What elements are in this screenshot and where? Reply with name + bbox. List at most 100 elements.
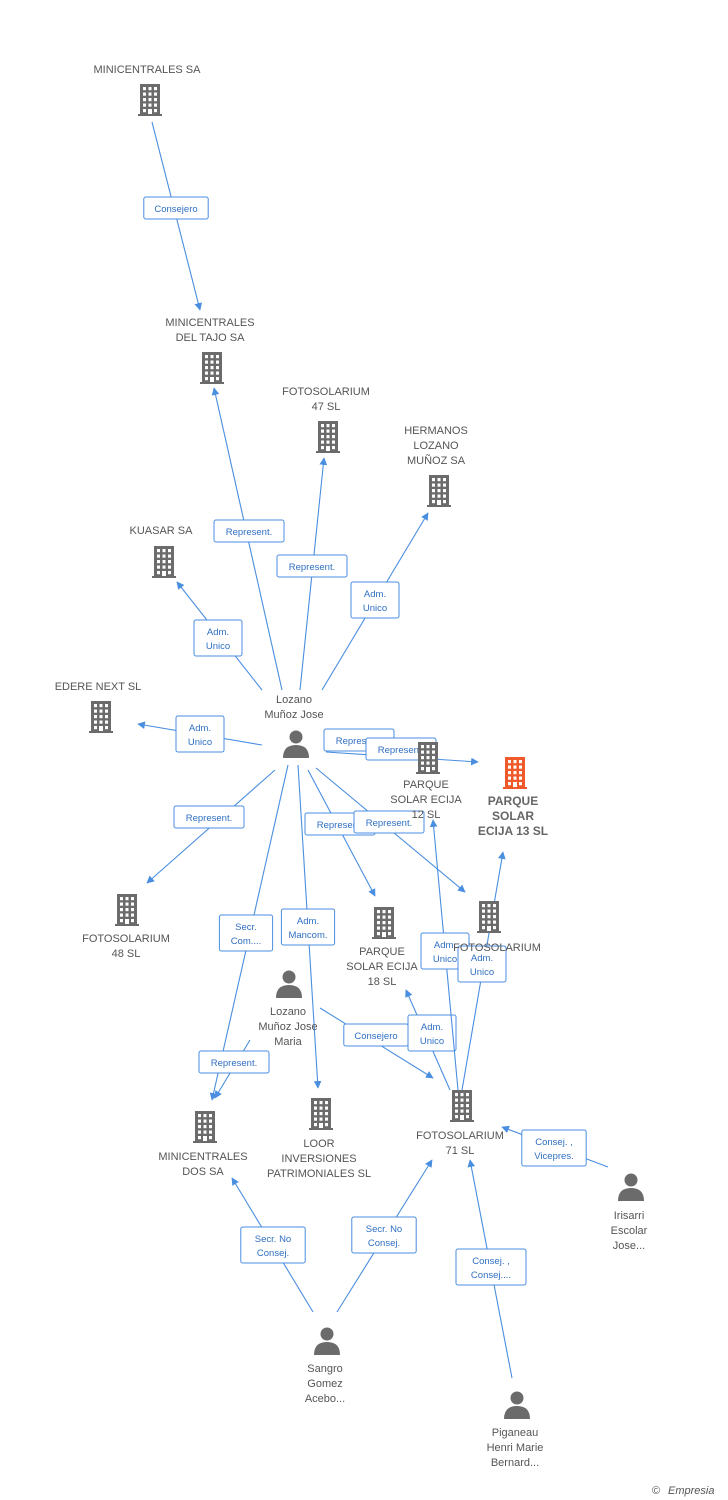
edge-label-box bbox=[351, 1216, 417, 1254]
relationship-edge[interactable]: Adm.Unico bbox=[321, 512, 429, 691]
edge-label-box bbox=[198, 1050, 270, 1074]
node-label: ECIJA 13 SL bbox=[478, 824, 548, 838]
edge-label: Adm. bbox=[207, 627, 229, 638]
relationship-edge[interactable]: Adm. Mancom. bbox=[280, 764, 336, 1089]
relationship-edge[interactable]: Represent. bbox=[146, 769, 276, 884]
node-edere[interactable]: EDERE NEXT SL bbox=[55, 681, 142, 733]
node-label: Gomez bbox=[307, 1378, 342, 1390]
node-label: PARQUE bbox=[359, 946, 405, 958]
edge-label: Vicepres. bbox=[534, 1151, 573, 1162]
node-label: LOZANO bbox=[413, 440, 459, 452]
building-icon bbox=[193, 1111, 217, 1143]
edge-label: Unico bbox=[206, 641, 230, 652]
relationship-edge[interactable]: Consej. , Consej.... bbox=[455, 1159, 527, 1379]
node-label: PARQUE bbox=[488, 794, 538, 808]
edge-label-box bbox=[218, 914, 274, 952]
person-icon bbox=[283, 730, 309, 758]
relationship-edge[interactable]: Adm.Unico bbox=[405, 989, 457, 1091]
edge-label-box bbox=[213, 519, 285, 543]
building-icon bbox=[200, 352, 224, 384]
edge-label: Represent. bbox=[366, 818, 412, 829]
edge-label: Adm. bbox=[189, 723, 211, 734]
building-icon bbox=[138, 84, 162, 116]
node-label: Jose... bbox=[613, 1240, 645, 1252]
edge-label: Mancom. bbox=[288, 930, 327, 941]
edge-label: Consej.... bbox=[471, 1270, 511, 1281]
node-label: MINICENTRALES SA bbox=[94, 64, 202, 76]
building-icon bbox=[372, 907, 396, 939]
edge-label: Adm. bbox=[471, 953, 493, 964]
edge-label-box bbox=[193, 619, 243, 657]
node-label: Irisarri bbox=[614, 1210, 645, 1222]
relationship-edge[interactable]: Consejero bbox=[319, 1007, 434, 1079]
relationship-edge[interactable]: Adm. Unico bbox=[176, 581, 263, 691]
edge-label: Consej. , bbox=[472, 1256, 510, 1267]
edge-label: Represent. bbox=[226, 527, 272, 538]
person-icon bbox=[618, 1173, 644, 1201]
person-icon bbox=[314, 1327, 340, 1355]
node-irisarri[interactable]: IrisarriEscolarJose... bbox=[611, 1173, 648, 1253]
edge-label: Secr. No bbox=[366, 1224, 402, 1235]
node-sangro[interactable]: SangroGomezAcebo... bbox=[305, 1327, 345, 1406]
relationship-edge[interactable]: Represent. bbox=[198, 1039, 270, 1099]
relationship-edge[interactable]: Adm. Unico bbox=[457, 851, 507, 1091]
node-label: Henri Marie bbox=[487, 1442, 544, 1454]
relationship-edge[interactable]: Represent. bbox=[211, 387, 285, 691]
relationship-edge[interactable]: Secr.Com.... bbox=[209, 764, 289, 1101]
node-label: PARQUE bbox=[403, 779, 449, 791]
relationship-edge[interactable]: Represent. bbox=[315, 767, 466, 893]
relationship-edge[interactable]: Adm.Unico bbox=[137, 715, 263, 753]
edge-label: Consej. , bbox=[535, 1137, 573, 1148]
building-icon bbox=[316, 421, 340, 453]
building-icon bbox=[416, 742, 440, 774]
brand-watermark[interactable]: © Empresia bbox=[652, 1485, 714, 1497]
node-label: HERMANOS bbox=[404, 425, 468, 437]
building-icon bbox=[503, 757, 527, 789]
building-icon bbox=[309, 1098, 333, 1130]
building-icon bbox=[427, 475, 451, 507]
node-label: DEL TAJO SA bbox=[176, 332, 246, 344]
building-icon bbox=[450, 1090, 474, 1122]
relationship-edge[interactable]: Represent. bbox=[276, 457, 348, 691]
building-icon bbox=[89, 701, 113, 733]
node-label: Lozano bbox=[270, 1006, 306, 1018]
relationship-edge[interactable]: Adm.Unico bbox=[420, 819, 470, 1091]
building-icon bbox=[115, 894, 139, 926]
node-label: Muñoz Jose bbox=[264, 709, 323, 721]
node-fotosolarium-r[interactable]: FOTOSOLARIUM bbox=[453, 901, 541, 954]
edge-label: Adm. bbox=[297, 916, 319, 927]
node-label: MUÑOZ SA bbox=[407, 454, 466, 467]
node-label: 48 SL bbox=[112, 948, 141, 960]
relationship-edge[interactable]: Consejero bbox=[143, 121, 209, 311]
edge-label: Represent. bbox=[378, 745, 424, 756]
edge-label: Unico bbox=[470, 967, 494, 978]
node-minicentrales-sa[interactable]: MINICENTRALES SA bbox=[94, 64, 202, 116]
node-kuasar[interactable]: KUASAR SA bbox=[130, 525, 194, 578]
node-label: Acebo... bbox=[305, 1393, 345, 1405]
relationship-edge[interactable]: Consej. , Vicepres. bbox=[501, 1125, 609, 1168]
edge-label: Represent. bbox=[186, 813, 232, 824]
node-label: KUASAR SA bbox=[130, 525, 194, 537]
edge-label: Represent. bbox=[336, 736, 382, 747]
node-label: 47 SL bbox=[312, 401, 341, 413]
edge-label-box bbox=[455, 1248, 527, 1286]
edge-label-box bbox=[280, 908, 336, 946]
node-label: Bernard... bbox=[491, 1457, 539, 1469]
person-icon bbox=[504, 1391, 530, 1419]
edge-label: Represent. bbox=[211, 1058, 257, 1069]
node-hermanos-lozano[interactable]: HERMANOS LOZANO MUÑOZ SA bbox=[404, 425, 468, 507]
